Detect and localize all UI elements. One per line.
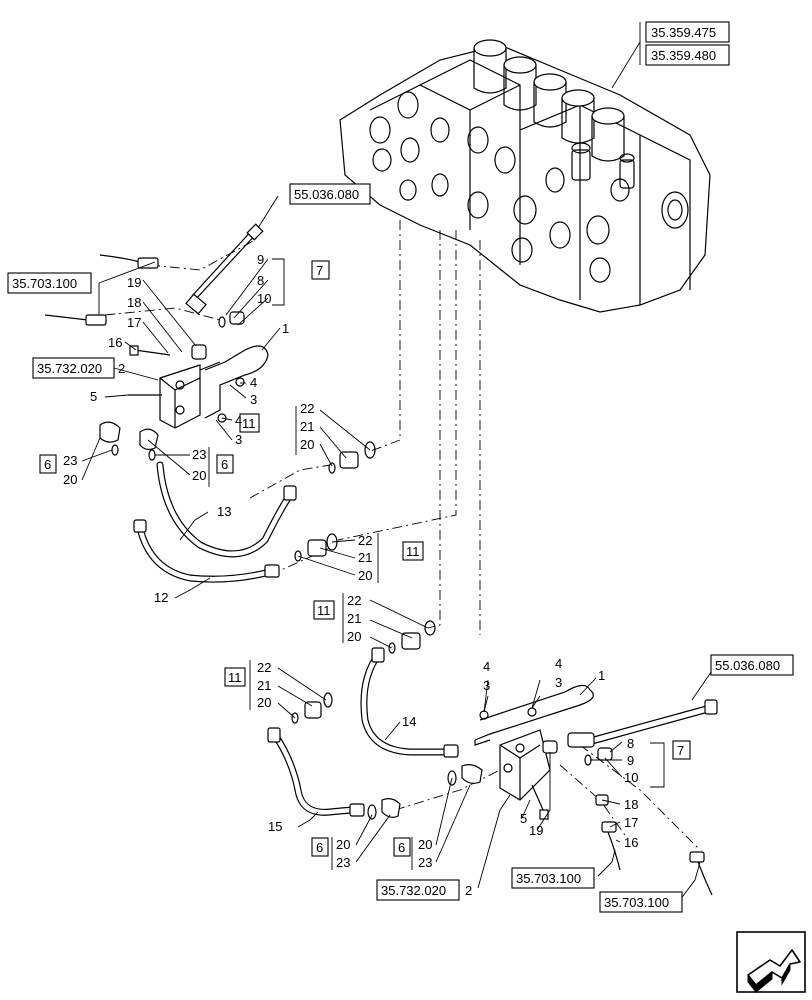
hose-ref-bottom-1[interactable]: 35.703.100 bbox=[516, 871, 581, 886]
callout-8-top: 8 bbox=[257, 273, 264, 288]
callout-8-bottom: 8 bbox=[627, 736, 634, 751]
callout-9-bottom: 9 bbox=[627, 753, 634, 768]
callout-22-mid: 22 bbox=[358, 533, 372, 548]
callout-13: 13 bbox=[217, 504, 231, 519]
kit-6-lower-right[interactable]: 6 bbox=[398, 840, 405, 855]
block-ref-top[interactable]: 35.732.020 bbox=[37, 361, 102, 376]
lower-assembly bbox=[267, 620, 718, 896]
callout-20-mid: 20 bbox=[358, 568, 372, 583]
callout-23-lower-left: 23 bbox=[336, 855, 350, 870]
callout-2-bottom: 2 bbox=[465, 883, 472, 898]
callout-19-top: 19 bbox=[127, 275, 141, 290]
callout-3-top-b: 3 bbox=[235, 432, 242, 447]
block-ref-bottom[interactable]: 35.732.020 bbox=[381, 883, 446, 898]
callout-21-lower: 21 bbox=[257, 678, 271, 693]
callout-5-bottom: 5 bbox=[520, 811, 527, 826]
callout-4-bottom-a: 4 bbox=[483, 659, 490, 674]
kit-11-center[interactable]: 11 bbox=[317, 603, 331, 618]
callout-18-top: 18 bbox=[127, 295, 141, 310]
callout-10-top: 10 bbox=[257, 291, 271, 306]
valve-reference-group: 35.359.475 35.359.480 bbox=[611, 21, 730, 89]
callout-4-bottom-b: 4 bbox=[555, 656, 562, 671]
hose-ref-bottom-2[interactable]: 35.703.100 bbox=[604, 895, 669, 910]
hose-ref-top[interactable]: 35.703.100 bbox=[12, 276, 77, 291]
leader-lines bbox=[81, 195, 712, 901]
callout-4-top-b: 4 bbox=[235, 413, 242, 428]
callout-22-lower: 22 bbox=[257, 660, 271, 675]
kit-6-left[interactable]: 6 bbox=[44, 457, 51, 472]
reference-boxes: 55.036.080 35.703.100 35.732.020 55.036.… bbox=[7, 183, 794, 913]
callout-23-lower-right: 23 bbox=[418, 855, 432, 870]
kit-11-top[interactable]: 11 bbox=[242, 416, 256, 431]
callout-22-top: 22 bbox=[300, 401, 314, 416]
kit-11-lower[interactable]: 11 bbox=[228, 670, 242, 685]
callout-4-top-a: 4 bbox=[250, 375, 257, 390]
kit-6-right[interactable]: 6 bbox=[221, 457, 228, 472]
kit-7-top[interactable]: 7 bbox=[316, 263, 323, 278]
callout-20-lower: 20 bbox=[257, 695, 271, 710]
callout-17-top: 17 bbox=[127, 315, 141, 330]
callout-16-bottom: 16 bbox=[624, 835, 638, 850]
next-page-arrow-icon[interactable] bbox=[736, 931, 806, 994]
callout-20-center: 20 bbox=[347, 629, 361, 644]
sensor-ref-top[interactable]: 55.036.080 bbox=[294, 187, 359, 202]
control-valve-assembly bbox=[339, 39, 711, 313]
callout-9-top: 9 bbox=[257, 252, 264, 267]
valve-ref-1[interactable]: 35.359.475 bbox=[651, 25, 716, 40]
callout-12: 12 bbox=[154, 590, 168, 605]
callout-5-top: 5 bbox=[90, 389, 97, 404]
callout-20-right: 20 bbox=[192, 468, 206, 483]
callout-19-bottom: 19 bbox=[529, 823, 543, 838]
callout-20-left: 20 bbox=[63, 472, 77, 487]
callout-3-top-a: 3 bbox=[250, 392, 257, 407]
kit-6-lower-left[interactable]: 6 bbox=[316, 840, 323, 855]
callout-1-top: 1 bbox=[282, 321, 289, 336]
callout-numbers: 9 8 10 19 18 17 16 1 2 5 4 3 4 3 22 21 2… bbox=[63, 252, 638, 898]
callout-10-bottom: 10 bbox=[624, 770, 638, 785]
callout-16-top: 16 bbox=[108, 335, 122, 350]
kit-boxes: 7 11 6 6 11 11 11 7 6 6 bbox=[39, 260, 691, 857]
callout-14: 14 bbox=[402, 714, 416, 729]
callout-20-lower-right: 20 bbox=[418, 837, 432, 852]
callout-23-left: 23 bbox=[63, 453, 77, 468]
callout-1-bottom: 1 bbox=[598, 668, 605, 683]
callout-3-bottom-b: 3 bbox=[555, 675, 562, 690]
kit-7-bottom[interactable]: 7 bbox=[677, 743, 684, 758]
callout-20-lower-left: 20 bbox=[336, 837, 350, 852]
callout-3-bottom-a: 3 bbox=[483, 678, 490, 693]
callout-20-top: 20 bbox=[300, 437, 314, 452]
callout-21-center: 21 bbox=[347, 611, 361, 626]
callout-23-right: 23 bbox=[192, 447, 206, 462]
kit-11-mid[interactable]: 11 bbox=[406, 544, 420, 559]
connection-lines bbox=[104, 220, 701, 851]
valve-ref-2[interactable]: 35.359.480 bbox=[651, 48, 716, 63]
callout-18-bottom: 18 bbox=[624, 797, 638, 812]
callout-21-mid: 21 bbox=[358, 550, 372, 565]
callout-2-top: 2 bbox=[118, 361, 125, 376]
callout-17-bottom: 17 bbox=[624, 815, 638, 830]
callout-15: 15 bbox=[268, 819, 282, 834]
hose-12-13 bbox=[133, 461, 297, 583]
callout-22-center: 22 bbox=[347, 593, 361, 608]
callout-21-top: 21 bbox=[300, 419, 314, 434]
sensor-ref-bottom[interactable]: 55.036.080 bbox=[715, 658, 780, 673]
